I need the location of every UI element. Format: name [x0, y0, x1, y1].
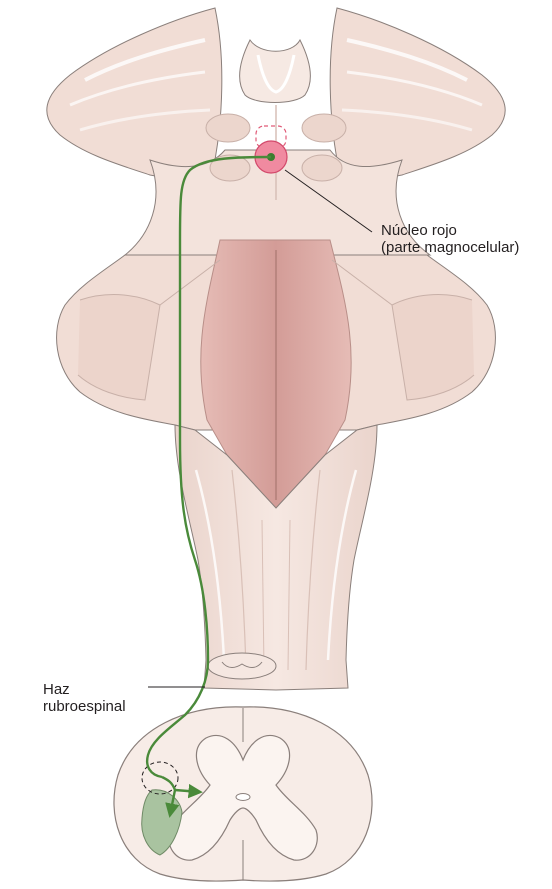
- red-nucleus: [255, 126, 287, 173]
- central-canal: [236, 794, 250, 801]
- upper-brainstem: [47, 8, 505, 255]
- red-nucleus-label-line2: (parte magnocelular): [381, 239, 519, 256]
- red-nucleus-label-line1: Núcleo rojo: [381, 222, 519, 239]
- pons: [57, 240, 496, 508]
- rubrospinal-tract-label: Haz rubroespinal: [43, 681, 126, 715]
- rubrospinal-label-line2: rubroespinal: [43, 698, 126, 715]
- red-nucleus-label: Núcleo rojo (parte magnocelular): [381, 222, 519, 256]
- spinal-cord-section: [114, 707, 372, 881]
- left-cerebral-peduncle: [47, 8, 222, 177]
- right-cerebral-peduncle: [330, 8, 505, 177]
- rubrospinal-label-line1: Haz: [43, 681, 126, 698]
- cord-cross-section-top: [208, 653, 276, 679]
